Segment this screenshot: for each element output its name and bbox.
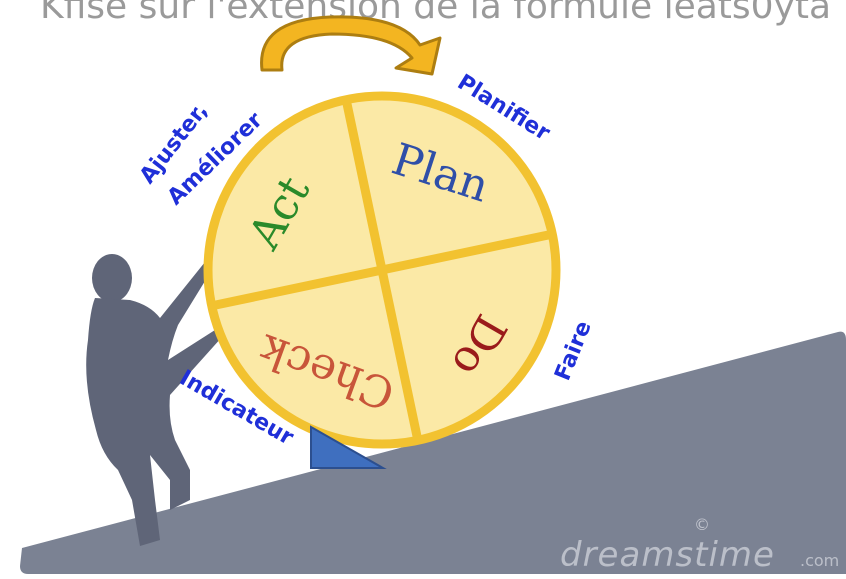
watermark-suffix: .com: [800, 551, 839, 570]
title-text: Kfisé sur l'extension de la formule leat…: [40, 0, 831, 27]
watermark-text: dreamstime: [560, 535, 775, 575]
watermark-copyright-icon: ©: [694, 515, 710, 534]
faire-label: Faire: [550, 317, 596, 384]
